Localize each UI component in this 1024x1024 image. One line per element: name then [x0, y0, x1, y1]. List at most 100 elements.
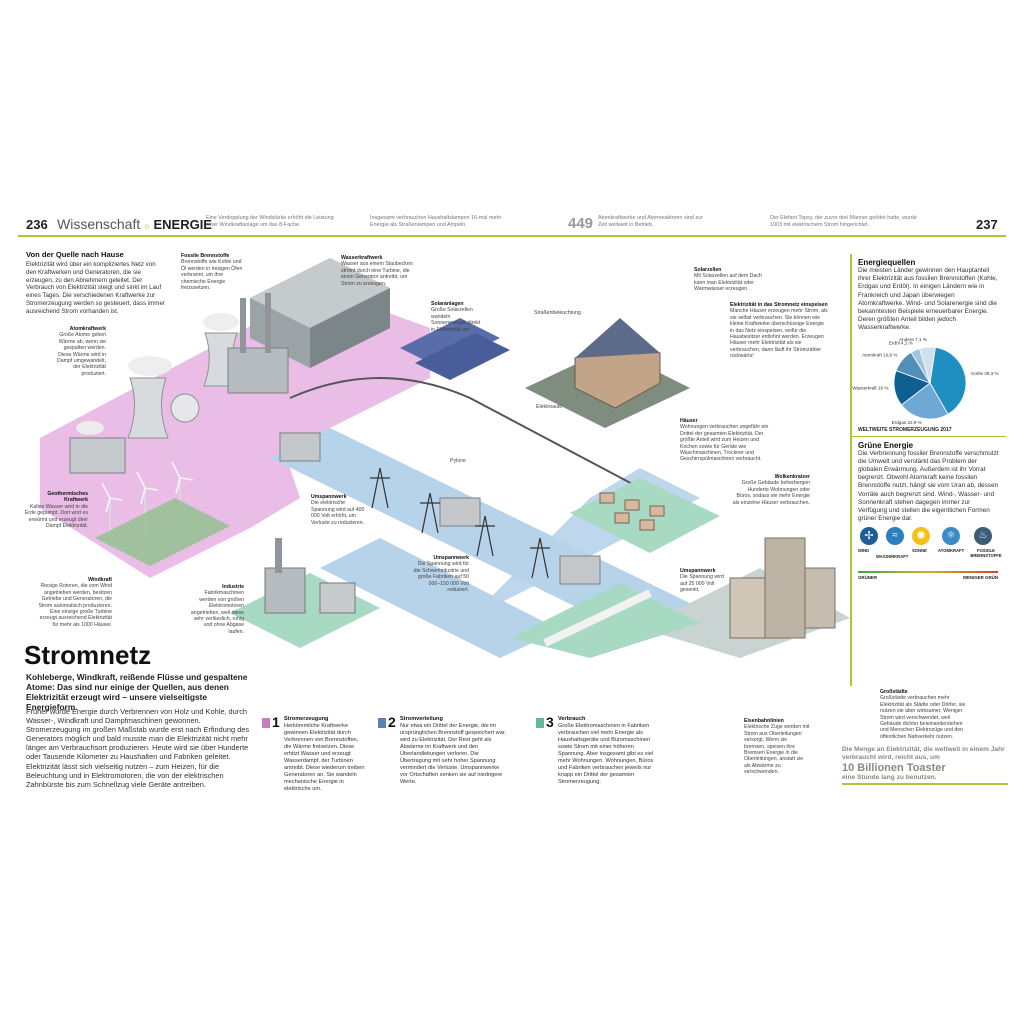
section-name: Wissenschaft — [57, 216, 141, 232]
step-2-marker — [378, 718, 386, 728]
energiequellen-text: Die meisten Länder gewinnen den Hauptant… — [858, 267, 998, 332]
train — [543, 589, 652, 647]
substation-3 — [559, 555, 601, 585]
annotation-grid-feed-in: Elektrizität in das Stromnetz einspeisen… — [730, 302, 828, 360]
pie-chart: Kohle 39,3 % Erdgas 22,9 % Wasserkraft 16 … — [852, 337, 998, 425]
pie-label-wasserkraft: Wasserkraft 16 % — [852, 385, 888, 390]
header: 236 Wissenschaft ○ ENERGIE Eine Verdoppl… — [0, 212, 1024, 234]
step-2-number: 2 — [388, 714, 396, 730]
header-rule — [18, 235, 1006, 237]
pie-labels: Kohle 39,3 % Erdgas 22,9 % Wasserkraft 16 … — [852, 337, 998, 425]
sidebar: Energiequellen Die meisten Länder gewinn… — [850, 254, 1006, 686]
atom-icon: ⚛ — [942, 527, 960, 546]
sun-icon: ✺ — [912, 527, 930, 546]
reactor-dome — [170, 393, 200, 423]
icon-label-wind: WIND — [858, 548, 870, 554]
pie-slice-erdgas — [900, 382, 949, 420]
fact-4: Der Elefant Topsy, der zuvor drei Männer… — [770, 215, 917, 228]
pie-label-atomkraft: Atomkraft 10,6 % — [862, 352, 897, 357]
solar-farm — [400, 318, 510, 380]
icon-label-fossil: FOSSILE BRENNSTOFFE — [970, 548, 1002, 559]
geothermal-plant — [69, 437, 126, 474]
toaster-big: 10 Billionen Toaster — [842, 762, 946, 774]
fact-1: Eine Verdopplung der Windstärke erhöht d… — [206, 215, 334, 228]
scale-arrow — [858, 571, 998, 574]
green-scale: GRÜNER WENIGER GRÜN — [858, 569, 1000, 583]
pie-slice-andere — [918, 346, 936, 383]
skyscraper — [764, 537, 806, 639]
toaster-post: eine Stunde lang zu benutzen. — [842, 774, 937, 781]
intro-box: Von der Quelle nach Hause Elektrizität w… — [26, 250, 166, 316]
small-houses — [599, 492, 665, 531]
page-subtitle: Kohleberge, Windkraft, reißende Flüsse u… — [26, 672, 248, 712]
gruen-title: Grüne Energie — [858, 440, 914, 450]
section-topic: ENERGIE — [153, 217, 212, 232]
annotation-electric-car: Elektroauto — [536, 404, 563, 410]
wind-farm-ground — [95, 498, 230, 566]
section-label: Wissenschaft ○ ENERGIE — [57, 216, 212, 232]
step-1-number: 1 — [272, 714, 280, 730]
page-title: Stromnetz — [24, 640, 152, 670]
transmission-band-lower — [320, 538, 560, 658]
wind-icon: ✢ — [860, 527, 878, 546]
scale-label-left: GRÜNER — [858, 575, 878, 581]
pie-label-erdgas: Erdgas 22,9 % — [892, 420, 922, 425]
step-1-marker — [262, 718, 270, 728]
step-3-number: 3 — [546, 714, 554, 730]
pylons — [370, 467, 550, 579]
annotation-pylon: Pylone — [450, 458, 466, 464]
fact-2: Insgesamt verbrauchen Haushaltslampen 16… — [370, 215, 502, 228]
steam-cloud — [128, 356, 172, 376]
pie-label-erdöl: Erdöl 4,1 % — [889, 340, 913, 345]
step-3-marker — [536, 718, 544, 728]
generation-zone — [40, 288, 430, 578]
annotation-street-light: Straßenbeleuchtung — [534, 310, 581, 316]
fact-3: Atomkraftwerke und Atomreaktoren sind zu… — [598, 215, 703, 228]
page-number-left: 236 — [26, 217, 48, 232]
fossil-plant — [227, 347, 289, 394]
pie-slice-kohle — [929, 346, 967, 415]
substation-2 — [439, 497, 481, 527]
intro-title: Von der Quelle nach Hause — [26, 250, 124, 259]
scale-label-right: WENIGER GRÜN — [962, 575, 998, 581]
section-separator: ○ — [144, 221, 150, 231]
substation-1 — [279, 432, 321, 462]
gruen-text: Die Verbrennung fossiler Brennstoffe ver… — [858, 449, 999, 523]
toaster-pre: Die Menge an Elektrizität, die weltweit … — [842, 746, 1005, 761]
icon-label-atom: ATOMKRAFT — [938, 548, 965, 554]
body-text: Früher wurde Energie durch Verbrennen vo… — [26, 707, 250, 789]
pie-slices — [893, 346, 967, 420]
toaster-fact: Die Menge an Elektrizität, die weltweit … — [842, 746, 1008, 785]
icon-label-sun: SONNE — [912, 548, 927, 554]
cooling-tower-1 — [127, 377, 169, 439]
icon-label-water: WASSERKRAFT — [876, 554, 909, 560]
pie-label-kohle: Kohle 39,3 % — [971, 371, 998, 376]
water-icon: ≈ — [886, 527, 904, 546]
intro-text: Elektrizität wird über ein kompliziertes… — [26, 261, 165, 315]
pie-caption: WELTWEITE STROMERZEUGUNG 2017 — [852, 427, 1006, 437]
page-number-right: 237 — [976, 217, 998, 232]
green-icon-row: ✢ ≈ ✺ ⚛ ♨ WIND WASSERKRAFT SONNE ATOMKRA… — [858, 527, 1002, 569]
fossil-icon: ♨ — [974, 527, 992, 546]
energiequellen-title: Energiequellen — [858, 258, 916, 267]
